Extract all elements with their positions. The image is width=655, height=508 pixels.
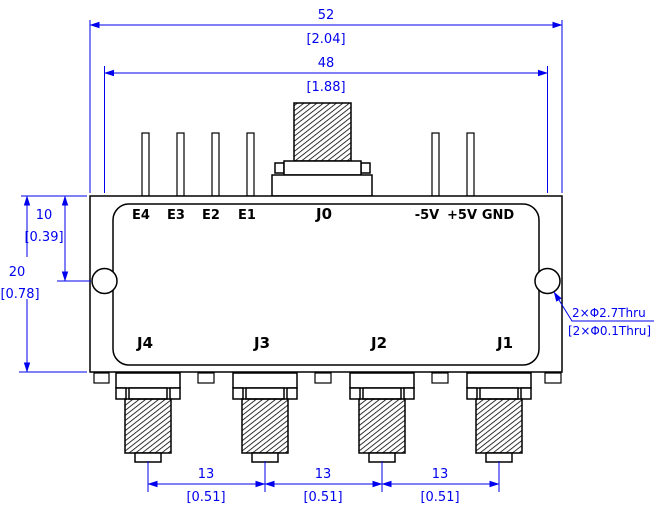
dim-value-mm: 13 <box>315 467 332 482</box>
panel-labels: E4 E3 E2 E1 J0 -5V +5V GND J4 J3 J2 J1 <box>132 205 514 352</box>
connector-j1 <box>466 372 532 463</box>
j1-foot-left <box>466 387 478 400</box>
j1-flange <box>466 372 532 389</box>
j1-neck <box>479 387 519 400</box>
j3-threaded-barrel <box>241 398 289 454</box>
dim-value-inch: [1.88] <box>306 80 345 95</box>
dim-value-inch: [2.04] <box>306 32 345 47</box>
j4-foot-right <box>169 387 181 400</box>
j0-tab-right <box>360 162 371 174</box>
j2-foot-left <box>349 387 361 400</box>
j1-foot-right <box>520 387 532 400</box>
bottom-tab <box>93 372 110 384</box>
pin-e2 <box>211 132 220 197</box>
pin-e3 <box>176 132 185 197</box>
dim-hole-spacing: 48 [1.88] <box>104 56 548 193</box>
pin-power-1 <box>431 132 440 197</box>
label-j2: J2 <box>370 334 387 352</box>
leader-line <box>553 291 654 322</box>
j4-threaded-barrel <box>124 398 172 454</box>
j4-tip <box>134 452 162 463</box>
hole-note-line2: [2×Φ0.1Thru] <box>568 324 651 338</box>
j3-neck <box>245 387 285 400</box>
j3-flange <box>232 372 298 389</box>
dim-body-height: 20 [0.78] <box>0 195 87 373</box>
j2-foot-right <box>403 387 415 400</box>
j4-flange <box>115 372 181 389</box>
j3-foot-right <box>286 387 298 400</box>
bottom-tab <box>314 372 332 384</box>
j2-threaded-barrel <box>358 398 406 454</box>
device-body <box>89 195 563 373</box>
hole-note-line1: 2×Φ2.7Thru <box>572 306 646 320</box>
connector-j0 <box>271 102 373 197</box>
label-neg5v: -5V <box>415 208 440 223</box>
mounting-hole-right <box>534 267 561 295</box>
label-j3: J3 <box>253 334 270 352</box>
label-e4: E4 <box>132 208 150 223</box>
body-bottom-tabs <box>93 372 562 384</box>
dim-overall-width: 52 [2.04] <box>89 8 563 193</box>
dim-value-inch: [0.51] <box>303 490 342 505</box>
bottom-tab <box>431 372 449 384</box>
dim-value-inch: [0.51] <box>186 490 225 505</box>
dim-hole-offset: 10 [0.39] <box>24 195 91 282</box>
j2-flange <box>349 372 415 389</box>
bottom-tab <box>544 372 562 384</box>
dim-value-mm: 48 <box>318 56 335 71</box>
mounting-hole-left <box>91 267 118 295</box>
j0-tab-left <box>274 162 285 174</box>
j4-foot-left <box>115 387 127 400</box>
pin-e4 <box>141 132 150 197</box>
j2-tip <box>368 452 396 463</box>
dim-value-mm: 13 <box>198 467 215 482</box>
pin-power-2 <box>466 132 475 197</box>
dim-connector-pitches: 13 [0.51] 13 [0.51] 13 [0.51] <box>147 461 500 505</box>
dim-value-mm: 10 <box>36 208 53 223</box>
label-pos5v: +5V <box>447 208 477 223</box>
hole-note: 2×Φ2.7Thru [2×Φ0.1Thru] <box>553 291 654 338</box>
j3-foot-left <box>232 387 244 400</box>
dim-value-mm: 13 <box>432 467 449 482</box>
j0-flange <box>283 160 362 176</box>
label-j4: J4 <box>136 334 153 352</box>
label-e2: E2 <box>202 208 220 223</box>
bottom-tab <box>197 372 215 384</box>
dim-value-inch: [0.51] <box>420 490 459 505</box>
j0-base <box>271 174 373 197</box>
connector-j4 <box>115 372 181 463</box>
dim-value-inch: [0.78] <box>0 287 39 302</box>
label-j1: J1 <box>496 334 513 352</box>
connector-j2 <box>349 372 415 463</box>
label-e3: E3 <box>167 208 185 223</box>
j3-tip <box>251 452 279 463</box>
label-gnd: GND <box>482 208 515 223</box>
j2-neck <box>362 387 402 400</box>
dim-value-mm: 52 <box>318 8 335 23</box>
j1-threaded-barrel <box>475 398 523 454</box>
dim-value-mm: 20 <box>9 265 26 280</box>
top-pins <box>141 132 475 197</box>
dim-value-inch: [0.39] <box>24 230 63 245</box>
label-j0: J0 <box>315 205 332 223</box>
connector-j3 <box>232 372 298 463</box>
body-outline <box>89 195 563 373</box>
j1-tip <box>485 452 513 463</box>
j4-neck <box>128 387 168 400</box>
label-e1: E1 <box>238 208 256 223</box>
pin-e1 <box>246 132 255 197</box>
j0-threaded-barrel <box>293 102 352 162</box>
